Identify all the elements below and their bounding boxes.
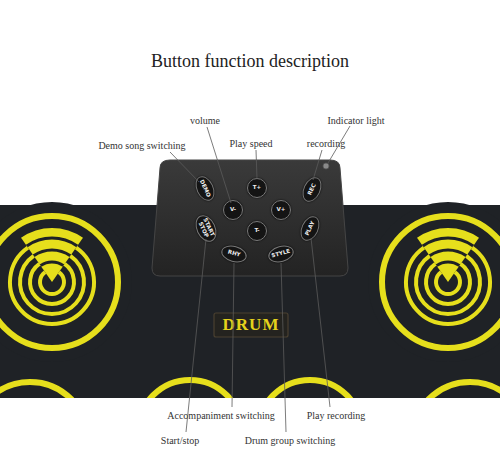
drum-mat [0, 205, 500, 398]
callout-label: DRUM [223, 315, 280, 335]
pad-groove [27, 238, 77, 246]
button-text: V- [230, 207, 236, 213]
control-panel [152, 160, 348, 276]
control-button: T- [247, 221, 267, 241]
leader-line [281, 263, 286, 432]
drum-pad [0, 382, 88, 398]
control-button: V- [223, 200, 243, 220]
pad-ring [30, 264, 74, 304]
callout-label: Demo song switching [98, 140, 185, 151]
leader-line [311, 238, 330, 407]
callout-label: Play recording [307, 410, 366, 421]
drum-pad [412, 382, 500, 398]
leader-line [186, 239, 206, 432]
pad-ring [40, 272, 64, 294]
pad-groove [34, 250, 71, 256]
button-text: T- [254, 228, 259, 234]
drum-pad [138, 380, 242, 398]
pad-ring [406, 248, 490, 324]
pad-groove [437, 262, 460, 266]
pad-ring [426, 264, 470, 304]
pad-groove [430, 250, 467, 256]
logo-frame [214, 313, 288, 337]
drum-mat [0, 202, 132, 362]
button-text: STYLE [271, 249, 291, 259]
drum-pad [382, 216, 500, 348]
diagram-title: Button function description [151, 51, 349, 72]
drum-pad [258, 380, 362, 398]
callout-label: Play speed [229, 138, 272, 149]
pad-ring [416, 256, 480, 314]
leader-line [256, 150, 257, 179]
button-text: DEMO [198, 178, 211, 197]
callout-label: recording [307, 138, 345, 149]
pad-ring [10, 248, 94, 324]
callout-label: Accompaniment switching [167, 410, 274, 421]
button-text: PLAY [304, 220, 316, 236]
callout-label: Indicator light [328, 115, 385, 126]
leader-line [232, 263, 234, 407]
button-text: RHY [227, 250, 241, 259]
callout-label: Drum group switching [245, 435, 336, 446]
leader-line [170, 152, 199, 182]
callout-label: Start/stop [161, 435, 199, 446]
drum-pad [0, 216, 118, 348]
button-text: T+ [253, 185, 261, 191]
callout-label: volume [190, 115, 220, 126]
drum-mat [368, 202, 500, 362]
leader-line [313, 150, 322, 180]
indicator-light [323, 163, 329, 169]
control-button: T+ [247, 178, 267, 198]
button-text: V+ [277, 207, 286, 213]
pad-groove [423, 238, 473, 246]
button-text: REC [307, 182, 317, 195]
pad-groove [41, 262, 64, 266]
pad-ring [436, 272, 460, 294]
control-button: V+ [271, 200, 291, 220]
pad-ring [20, 256, 84, 314]
